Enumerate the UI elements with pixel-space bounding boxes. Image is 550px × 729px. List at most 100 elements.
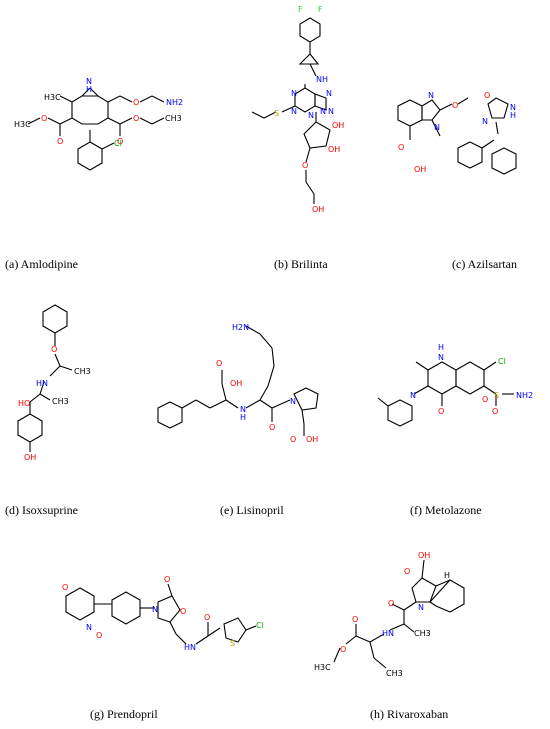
label-o2-h: O bbox=[388, 599, 394, 608]
label-n-h: N bbox=[418, 603, 424, 612]
label-o1-h: O bbox=[404, 567, 410, 576]
label-n1-c: N bbox=[428, 91, 434, 100]
label-nh2-a: NH2 bbox=[166, 98, 183, 107]
label-o3-f: O bbox=[492, 407, 498, 416]
label-n-a: N bbox=[86, 77, 92, 86]
label-n5-b: N bbox=[328, 107, 334, 116]
label-n2-f: N bbox=[410, 391, 416, 400]
structure-metolazone: H N Cl N O S O O NH2 bbox=[377, 343, 533, 427]
label-hn-g: HN bbox=[184, 643, 196, 652]
label-o-a2: O bbox=[41, 114, 47, 123]
label-o-a5: O bbox=[117, 137, 123, 146]
label-n2-b: N bbox=[291, 107, 297, 116]
label-methyl-a: H3C bbox=[44, 93, 61, 102]
label-oh-d: OH bbox=[24, 453, 36, 462]
label-ch3-d1: CH3 bbox=[74, 367, 91, 376]
label-o5-g: O bbox=[204, 613, 210, 622]
label-oh2-e: OH bbox=[306, 435, 318, 444]
caption-h: (h) Rivaroxaban bbox=[370, 707, 449, 721]
label-o1-e: O bbox=[216, 359, 222, 368]
label-oh2-b: OH bbox=[328, 145, 340, 154]
label-ho-d: HO bbox=[18, 399, 30, 408]
label-h-f: H bbox=[438, 343, 444, 352]
label-n2-e: N bbox=[290, 397, 296, 406]
panel-h-rivaroxaban: OH O N H O HN CH3 O O H3C CH3 (h) Rivaro… bbox=[290, 530, 550, 729]
label-cl-f: Cl bbox=[498, 357, 506, 366]
label-n1-g: N bbox=[86, 623, 92, 632]
label-n2-c: N bbox=[510, 103, 516, 112]
label-cl-a: Cl bbox=[114, 139, 122, 148]
label-n1-f: N bbox=[438, 353, 444, 362]
caption-a: (a) Amlodipine bbox=[5, 257, 78, 271]
caption-e: (e) Lisinopril bbox=[220, 503, 284, 517]
label-s-g: S bbox=[230, 639, 235, 648]
label-n4-b: N bbox=[326, 89, 332, 98]
structure-azilsartan: N O O N H N O OH N bbox=[397, 91, 517, 175]
structure-brilinta: F F NH N N N N N N S OH OH O OH bbox=[251, 5, 344, 214]
panel-e-lisinopril: H2N O OH N H N O O OH (e) Lisinopril bbox=[130, 290, 350, 530]
label-oh1-b: OH bbox=[332, 121, 344, 130]
panel-a-amlodipine: H3C N H O NH2 O O O O Cl H3C CH3 (a) Aml… bbox=[0, 0, 190, 290]
label-ch3-h2: CH3 bbox=[386, 669, 403, 678]
label-n6-b: N bbox=[320, 107, 326, 116]
label-n3-c: N bbox=[482, 117, 488, 126]
panel-d-isoxsuprine: O HN CH3 HO CH3 OH (d) Isoxsuprine bbox=[0, 290, 130, 530]
label-o-a3: O bbox=[57, 137, 63, 146]
label-n1-e: N bbox=[240, 405, 246, 414]
label-h3c-a: H3C bbox=[14, 120, 31, 129]
label-nh2-f: NH2 bbox=[516, 391, 533, 400]
label-o2-e: O bbox=[269, 423, 275, 432]
label-ch3-h1: CH3 bbox=[414, 629, 431, 638]
label-f2-b: F bbox=[318, 5, 323, 14]
panel-c-azilsartan: N O O N H N O OH N (c) Azilsartan bbox=[370, 0, 550, 290]
label-s-f: S bbox=[494, 391, 499, 400]
label-h3c-h: H3C bbox=[314, 663, 331, 672]
label-o2-c: O bbox=[484, 91, 490, 100]
caption-c: (c) Azilsartan bbox=[452, 257, 517, 271]
caption-g: (g) Prendopril bbox=[90, 707, 158, 721]
label-oh1-e: OH bbox=[230, 379, 242, 388]
label-s-b: S bbox=[274, 109, 279, 118]
structure-prendopril: O N O N O O HN O S Cl bbox=[62, 575, 264, 652]
structure-isoxsuprine: O HN CH3 HO CH3 OH bbox=[17, 304, 91, 462]
label-nh-b: NH bbox=[316, 75, 328, 84]
caption-d: (d) Isoxsuprine bbox=[5, 503, 78, 517]
label-o2-g: O bbox=[96, 631, 102, 640]
label-o4-h: O bbox=[340, 645, 346, 654]
label-oh-c: OH bbox=[414, 165, 426, 174]
label-o-a1: O bbox=[133, 98, 139, 107]
caption-b: (b) Brilinta bbox=[274, 257, 328, 271]
label-o3-e: O bbox=[290, 435, 296, 444]
label-o4-g: O bbox=[180, 607, 186, 616]
structure-rivaroxaban: OH O N H O HN CH3 O O H3C CH3 bbox=[314, 551, 465, 678]
label-oh-h: OH bbox=[418, 551, 430, 560]
caption-f: (f) Metolazone bbox=[410, 503, 482, 517]
label-cl-g: Cl bbox=[256, 621, 264, 630]
label-oh3-b: OH bbox=[312, 205, 324, 214]
label-f1-b: F bbox=[298, 5, 303, 14]
label-o1-g: O bbox=[62, 583, 68, 592]
label-h-h: H bbox=[444, 571, 450, 580]
label-o3-g: O bbox=[164, 575, 170, 584]
label-ch3-d2: CH3 bbox=[52, 397, 69, 406]
label-n2-g: N bbox=[152, 605, 158, 614]
label-n4-c: N bbox=[434, 123, 440, 132]
label-h-e: H bbox=[240, 413, 246, 422]
structure-amlodipine: H3C N H O NH2 O O O O Cl H3C CH3 bbox=[14, 77, 183, 171]
label-o2-f: O bbox=[482, 395, 488, 404]
label-n1-b: N bbox=[291, 89, 297, 98]
label-o-a4: O bbox=[133, 114, 139, 123]
label-n3-b: N bbox=[308, 111, 314, 120]
panel-g-prendopril: O N O N O O HN O S Cl (g) Prendopril bbox=[0, 530, 290, 729]
label-hn-d: HN bbox=[36, 379, 48, 388]
label-o1-f: O bbox=[438, 407, 444, 416]
label-h2n-e: H2N bbox=[232, 323, 249, 332]
label-h-a: H bbox=[86, 85, 92, 94]
panel-f-metolazone: H N Cl N O S O O NH2 (f) Metolazone bbox=[350, 290, 550, 530]
label-o3-h: O bbox=[352, 615, 358, 624]
panel-b-brilinta: F F NH N N N N N N S OH OH O OH (b) Bril… bbox=[190, 0, 370, 290]
label-o-d: O bbox=[51, 345, 57, 354]
label-o1-c: O bbox=[452, 101, 458, 110]
label-ch3-a: CH3 bbox=[165, 114, 182, 123]
label-h-c: H bbox=[510, 111, 516, 120]
